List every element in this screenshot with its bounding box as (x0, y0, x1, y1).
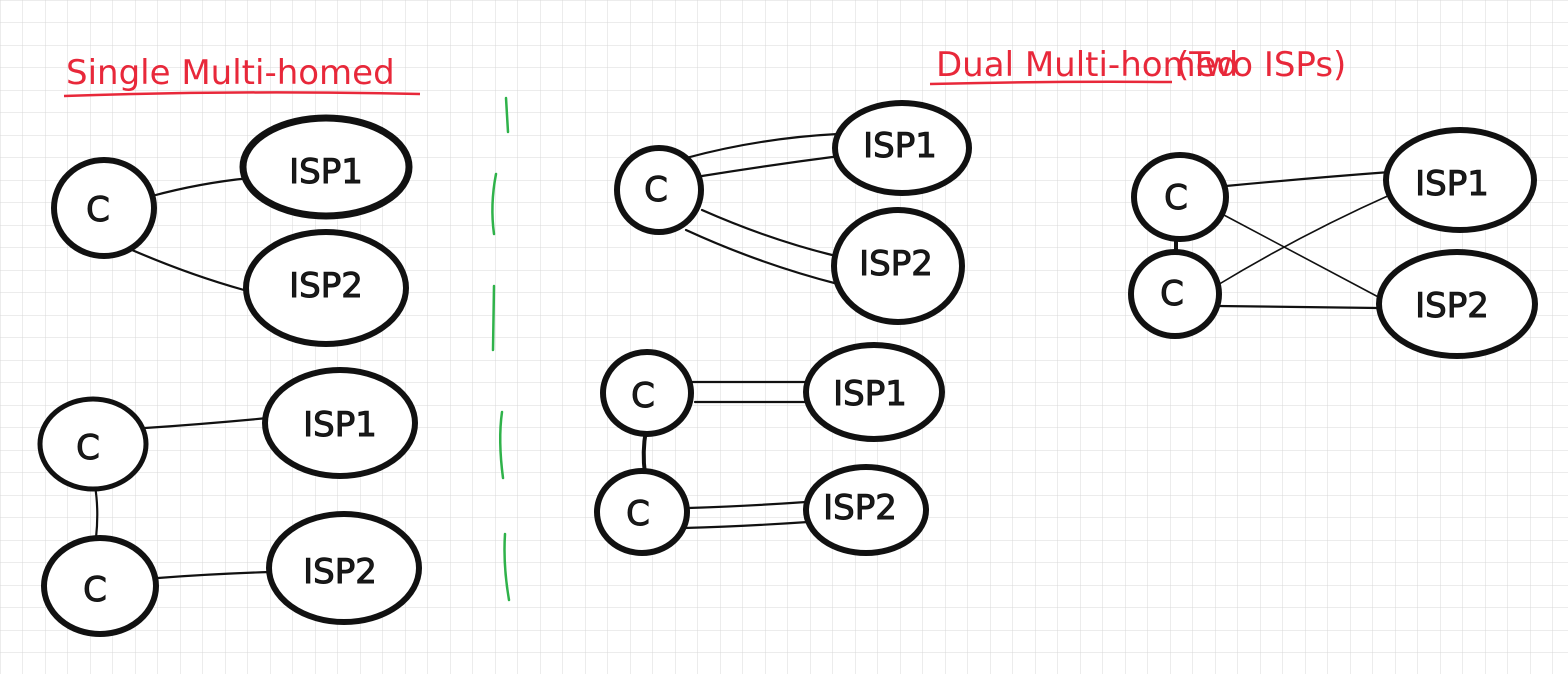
customer-router-node (41, 535, 159, 637)
isp1-node (239, 114, 413, 220)
customer-router-node (600, 349, 694, 437)
diagram-single-two-routers: C C ISP1 ISP2 (37, 367, 422, 637)
isp2-label: ISP2 (859, 244, 933, 284)
section-divider (491, 96, 511, 602)
isp2-label: ISP2 (823, 488, 897, 528)
customer-router-label: C (631, 376, 655, 416)
diagram-dual-one-router: C ISP1 ISP2 (614, 100, 972, 325)
link-c2-isp2-b (682, 520, 810, 530)
link-c2-isp2-a (686, 500, 808, 510)
link-c1-isp2 (1221, 213, 1385, 301)
isp1-label: ISP1 (1415, 164, 1489, 204)
dual-multihomed-title: Dual Multi-homed (936, 45, 1238, 85)
isp1-node (803, 342, 945, 442)
divider-dash (504, 96, 510, 134)
customer-router-label: C (1160, 274, 1184, 314)
dual-multihomed-subtitle: (Two ISPs) (1176, 45, 1346, 85)
customer-router-node (594, 468, 690, 556)
link-c1-isp1 (143, 416, 270, 430)
customer-router-label: C (1164, 178, 1188, 218)
dual-title-group: Dual Multi-homed (Two ISPs) (929, 45, 1346, 86)
isp1-node (832, 100, 972, 196)
diagram-single-one-router: C ISP1 ISP2 (51, 114, 413, 347)
isp1-label: ISP1 (833, 374, 907, 414)
isp1-label: ISP1 (863, 126, 937, 166)
customer-router-label: C (86, 190, 110, 230)
customer-router-node (1131, 152, 1229, 242)
isp2-node (803, 464, 929, 556)
divider-dash (491, 172, 498, 236)
customer-router-node (37, 396, 149, 492)
customer-router-label: C (644, 170, 668, 210)
divider-dash (491, 284, 496, 352)
isp2-label: ISP2 (303, 552, 377, 592)
diagram-dual-two-routers: C C ISP1 ISP2 (594, 342, 945, 556)
isp1-label: ISP1 (289, 152, 363, 192)
customer-router-label: C (626, 494, 650, 534)
isp1-node (262, 367, 418, 479)
single-title-group: Single Multi-homed (63, 53, 421, 98)
link-c1-isp1 (1224, 170, 1392, 188)
link-c2-isp2 (1216, 304, 1380, 310)
isp2-node (266, 511, 422, 625)
link-c-isp1 (150, 176, 252, 198)
isp2-node (243, 229, 409, 347)
isp2-label: ISP2 (1415, 286, 1489, 326)
link-c-isp2-a (700, 208, 838, 258)
isp1-node (1383, 127, 1537, 233)
customer-router-node (1128, 249, 1222, 339)
link-c-isp1-b (700, 154, 842, 178)
divider-dash (498, 410, 505, 480)
diagram-dual-cross-connected: C C ISP1 ISP2 (1128, 127, 1538, 359)
divider-dash (503, 532, 511, 602)
single-multihomed-title: Single Multi-homed (66, 53, 395, 93)
customer-router-label: C (83, 570, 107, 610)
link-c2-isp1 (1215, 193, 1393, 287)
single-title-underline (63, 91, 421, 98)
links (93, 132, 1393, 580)
isp2-label: ISP2 (289, 266, 363, 306)
link-c-isp1-a (684, 132, 840, 160)
link-c-isp2 (130, 248, 246, 292)
link-c2-isp2 (156, 570, 272, 580)
customer-router-node (51, 157, 157, 259)
nodes: C ISP1 ISP2 C C ISP1 ISP2 C ISP1 ISP2 (37, 100, 1538, 637)
link-c-isp2-b (684, 228, 840, 286)
customer-router-node (614, 145, 704, 235)
isp2-node (1376, 249, 1538, 359)
dual-title-underline (929, 80, 1173, 86)
isp2-node (831, 207, 965, 325)
isp1-label: ISP1 (303, 405, 377, 445)
customer-router-label: C (76, 428, 100, 468)
